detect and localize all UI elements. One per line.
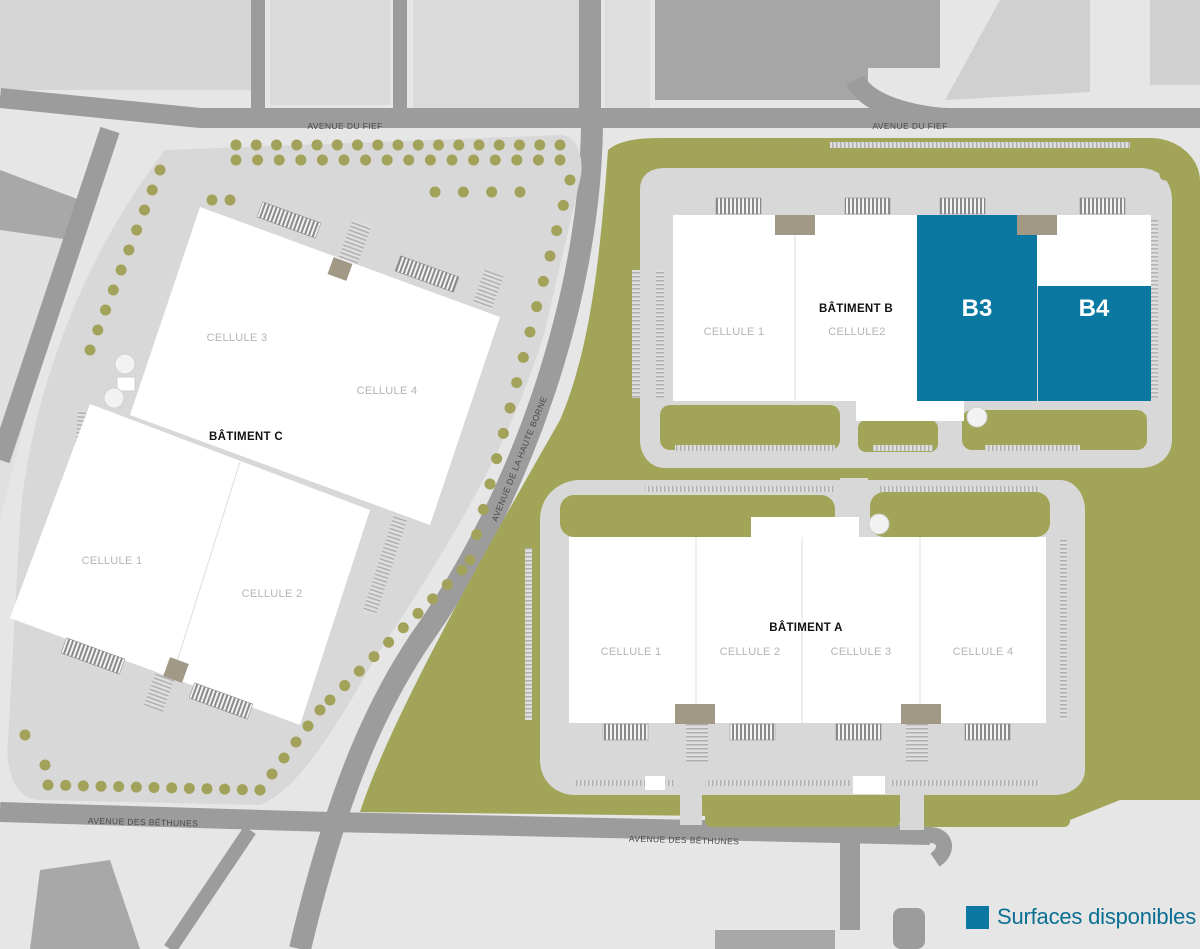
road-label-bethunes-right: AVENUE DES BÉTHUNES (629, 834, 740, 847)
road-label-bethunes-left: AVENUE DES BÉTHUNES (88, 816, 199, 829)
building-a: BÂTIMENT A CELLULE 1 CELLULE 2 CELLULE 3… (569, 513, 1046, 794)
building-b-cell-2: CELLULE2 (828, 326, 885, 338)
legend-label: Surfaces disponibles (996, 904, 1196, 929)
unit-b3-available[interactable] (917, 215, 1037, 401)
building-a-cell-2: CELLULE 2 (720, 646, 781, 658)
building-a-cell-1: CELLULE 1 (601, 646, 662, 658)
lot-a-grass-islands (560, 492, 1070, 827)
unit-b4-label: B4 (1079, 295, 1110, 322)
building-c: BÂTIMENT C CELLULE 1 CELLULE 2 CELLULE 3… (10, 201, 500, 725)
road-label-fief-left: AVENUE DU FIEF (307, 121, 382, 131)
unit-b3-label: B3 (962, 295, 993, 322)
building-c-cell-4: CELLULE 4 (357, 385, 418, 397)
building-a-label: BÂTIMENT A (769, 621, 842, 634)
building-a-cell-4: CELLULE 4 (953, 646, 1014, 658)
square-swatch-icon (965, 905, 989, 929)
lot-b-grass-islands (660, 405, 1147, 452)
building-c-cell-2: CELLULE 2 (242, 588, 303, 600)
building-b: BÂTIMENT B CELLULE 1 CELLULE2 B3 B4 (673, 197, 1151, 428)
building-c-cell-1: CELLULE 1 (82, 555, 143, 567)
building-b-cell-1: CELLULE 1 (704, 326, 765, 338)
legend: Surfaces disponibles (965, 901, 1196, 933)
building-b-label: BÂTIMENT B (819, 302, 893, 315)
building-a-cell-3: CELLULE 3 (831, 646, 892, 658)
building-c-label: BÂTIMENT C (209, 430, 283, 443)
lot-a-driveway-2 (900, 785, 924, 830)
unit-b4-available[interactable] (1038, 286, 1151, 401)
building-c-cell-3: CELLULE 3 (207, 332, 268, 344)
tree-rows (19, 139, 1171, 796)
road-label-fief-right: AVENUE DU FIEF (872, 121, 947, 131)
lot-a-driveway (680, 785, 702, 825)
